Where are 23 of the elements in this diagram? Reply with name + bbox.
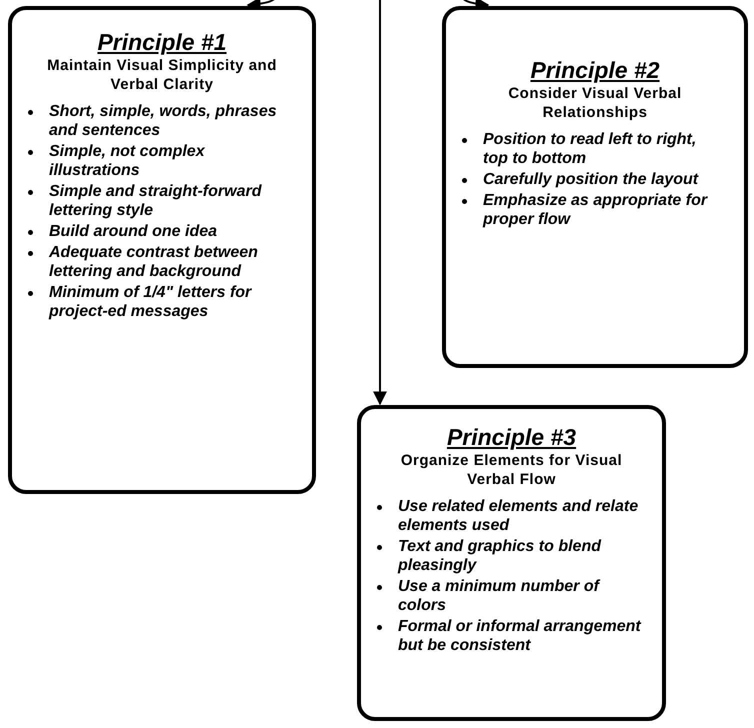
principle-card [442,6,748,368]
principle-card [357,405,666,721]
bullet-text: Use related elements and relate elements used [398,497,640,535]
principle-card [8,6,316,494]
bullet-text: Formal or informal arrangement but be consistent [398,617,642,655]
card-subtitle: Maintain Visual Simplicity and Verbal Clarity [47,56,277,94]
bullet-text: Use a minimum number of colors [398,577,602,615]
bullet-text: Build around one idea [49,222,218,241]
card-subtitle: Consider Visual Verbal Relationships [507,84,683,122]
card-title: Principle #3 [446,425,576,449]
bullet-text: Position to read left to right, top to bottom [483,130,698,168]
card-subtitle: Organize Elements for Visual Verbal Flow [400,451,624,489]
arrow [373,0,387,406]
bullet-text: Text and graphics to blend pleasingly [398,537,602,575]
bullet-text: Short, simple, words, phrases and sentences [49,102,278,140]
card-title: Principle #2 [530,58,660,82]
bullet-text: Minimum of 1/4" letters for project-ed messages [49,283,253,321]
card-title: Principle #1 [97,30,227,54]
bullet-text: Simple, not complex illustrations [49,142,206,180]
bullet-text: Emphasize as appropriate for proper flow [483,191,709,229]
bullet-text: Carefully position the layout [483,170,700,189]
bullet-text: Simple and straight-forward lettering style [49,182,263,220]
bullet-text: Adequate contrast between lettering and background [49,243,259,281]
